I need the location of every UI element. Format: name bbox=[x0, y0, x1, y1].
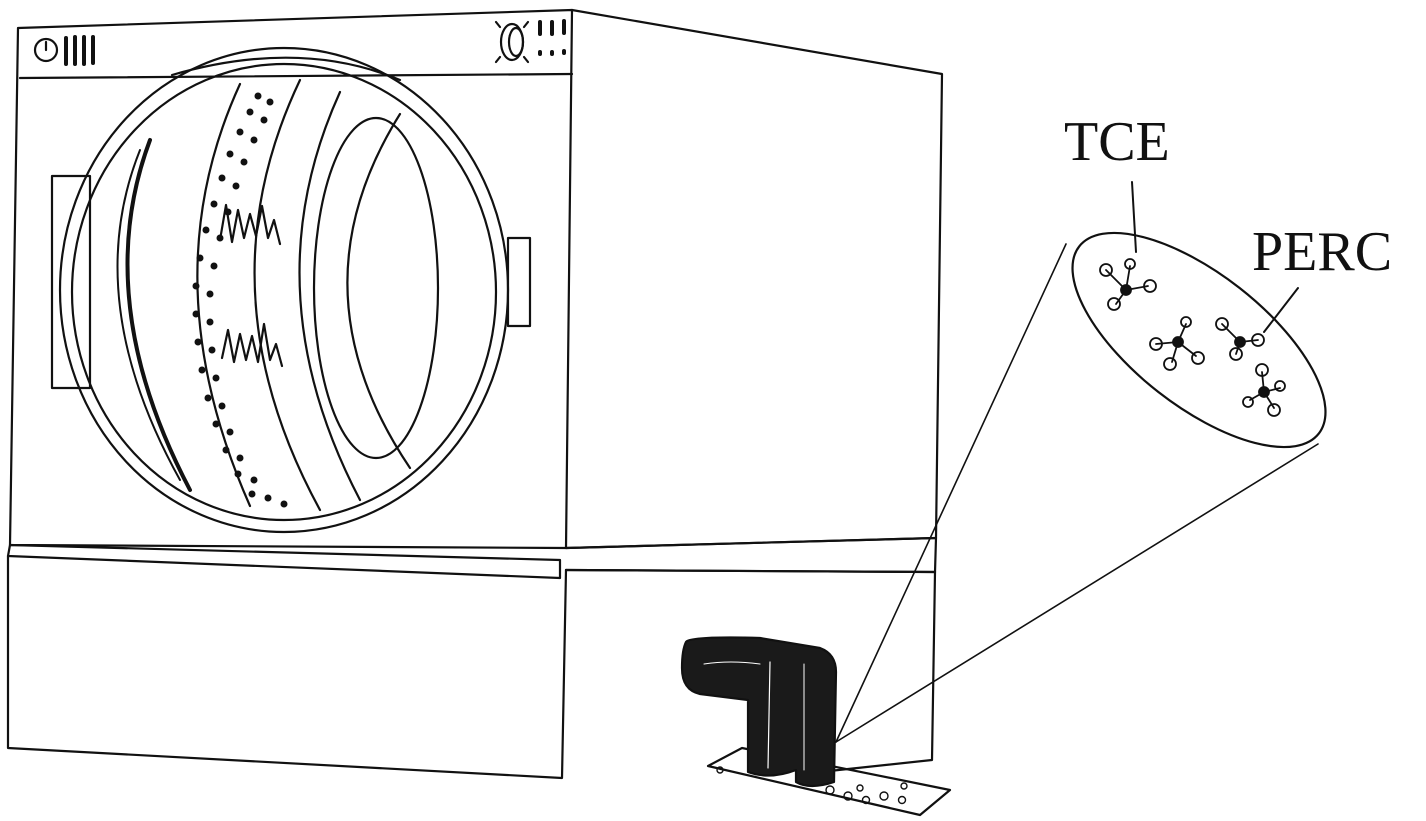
tce-label: TCE bbox=[1058, 112, 1176, 172]
control-dial-icon bbox=[35, 37, 93, 64]
drum-door bbox=[52, 48, 530, 532]
indicator-lights-icon bbox=[540, 21, 564, 54]
drum-perforations bbox=[193, 93, 288, 508]
perc-label: PERC bbox=[1246, 222, 1398, 282]
exhaust-pipe bbox=[682, 638, 950, 816]
tce-leader-line bbox=[1132, 182, 1136, 252]
control-knob-icon bbox=[496, 22, 528, 62]
